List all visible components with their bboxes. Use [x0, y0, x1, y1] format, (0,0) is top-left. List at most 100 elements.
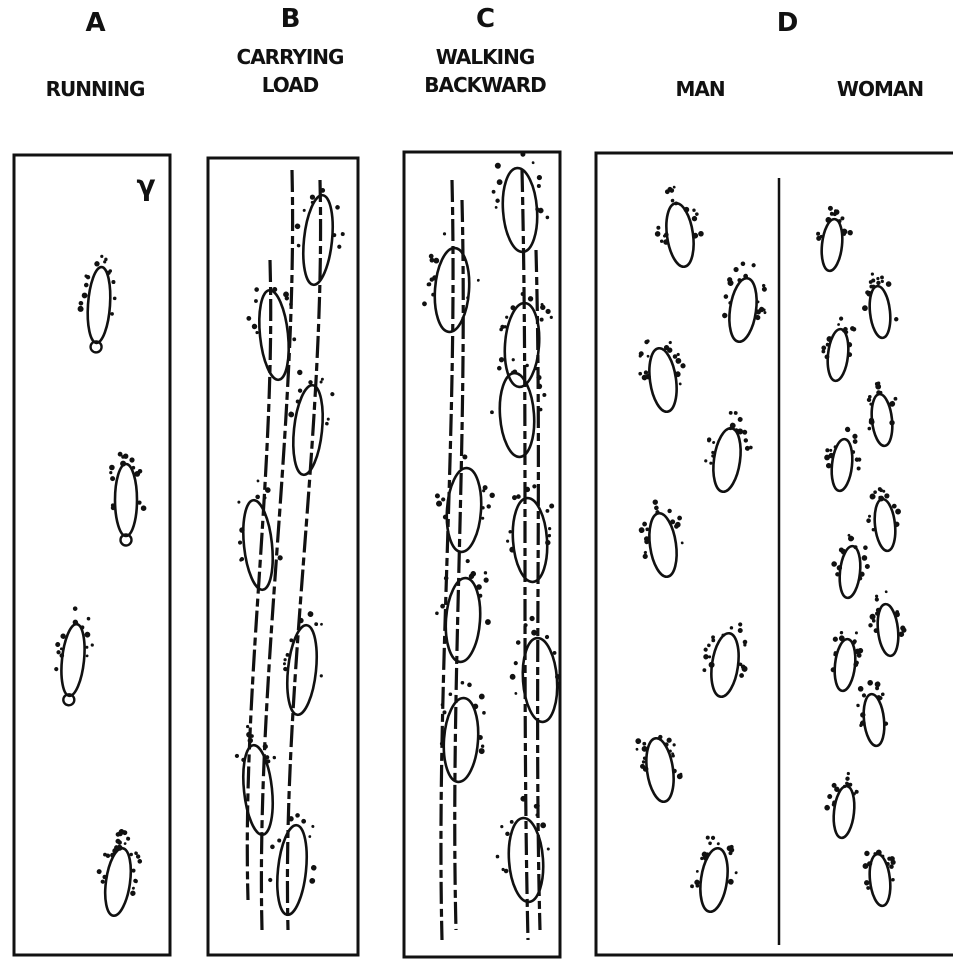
- panel-b-frame: [208, 158, 358, 955]
- carrying-load-print-sand-dot: [246, 316, 251, 321]
- carrying-load-print-sand-dot: [238, 540, 243, 545]
- walking-backward-print-sand-dot: [505, 831, 510, 836]
- running-print-sand-dot: [110, 312, 114, 316]
- carrying-load-print-sand-dot: [325, 422, 329, 426]
- walking-backward-print-sand-dot: [484, 571, 488, 575]
- walking-backward-print-sand-dot: [532, 161, 535, 164]
- man-print-sand-dot: [642, 521, 647, 526]
- walking-backward-print-sand-dot: [542, 393, 546, 397]
- carrying-load-print-sand-dot: [311, 825, 314, 828]
- running-print: [75, 253, 120, 353]
- walking-backward-drag-mark: [522, 170, 528, 940]
- man-print-sand-dot: [691, 216, 697, 222]
- woman-print-outline: [819, 218, 844, 272]
- carrying-load-print-sand-dot: [307, 611, 313, 617]
- woman-print-sand-dot: [871, 272, 875, 276]
- woman-print-sand-dot: [894, 317, 899, 322]
- man-print-sand-dot: [673, 186, 676, 189]
- man-print-sand-dot: [723, 294, 728, 299]
- carrying-load-print: [263, 811, 322, 918]
- woman-print: [821, 770, 860, 839]
- walking-backward-print-sand-dot: [482, 711, 486, 715]
- man-print-outline: [697, 847, 732, 914]
- walking-backward-print-sand-dot: [495, 163, 501, 169]
- running-print-sand-dot: [96, 869, 102, 875]
- carrying-load-print-sand-dot: [337, 244, 342, 249]
- walking-backward-print-sand-dot: [514, 692, 517, 695]
- walking-backward-print-sand-dot: [497, 366, 502, 371]
- walking-backward-drag-mark: [441, 180, 453, 940]
- walking-backward-print-sand-dot: [550, 316, 553, 319]
- woman-print-sand-dot: [865, 564, 870, 569]
- walking-backward-print-sand-dot: [460, 681, 464, 685]
- man-print: [649, 183, 708, 271]
- man-print-sand-dot: [708, 661, 715, 668]
- man-print-sand-dot: [654, 231, 660, 237]
- walking-backward-print-sand-dot: [477, 279, 480, 282]
- man-print-sand-dot: [743, 438, 748, 443]
- man-print-sand-dot: [734, 871, 737, 874]
- woman-print-sand-dot: [837, 323, 840, 326]
- man-print: [634, 335, 692, 415]
- woman-print-sand-dot: [858, 686, 864, 692]
- man-print-sand-dot: [668, 341, 672, 345]
- woman-print-sand-dot: [831, 561, 837, 567]
- walking-backward-print-sand-dot: [545, 215, 549, 219]
- carrying-load-print-sand-dot: [320, 674, 324, 678]
- man-print-sand-dot: [666, 737, 672, 743]
- walking-backward-print-sand-dot: [529, 616, 535, 622]
- man-print-sand-dot: [730, 626, 734, 630]
- running-print-outline: [115, 464, 137, 536]
- man-print-sand-dot: [705, 835, 710, 840]
- man-print-sand-dot: [644, 551, 648, 555]
- woman-print-sand-dot: [862, 693, 867, 698]
- carrying-load-print-sand-dot: [298, 388, 303, 393]
- running-print-sand-dot: [137, 859, 142, 864]
- running-print-sand-dot: [111, 280, 115, 284]
- panel-frames: [14, 152, 953, 957]
- carrying-load-print-sand-dot: [270, 844, 275, 849]
- man-print-outline: [710, 427, 745, 494]
- woman-print: [858, 270, 900, 339]
- walking-backward-print-sand-dot: [510, 820, 514, 824]
- woman-print-sand-dot: [873, 490, 877, 494]
- man-print-sand-dot: [708, 841, 712, 845]
- running-print-sand-dot: [91, 643, 95, 647]
- walking-backward-print-sand-dot: [545, 309, 551, 315]
- man-print-sand-dot: [652, 499, 658, 505]
- man-print-sand-dot: [728, 878, 735, 885]
- walking-backward-print-sand-dot: [549, 503, 554, 508]
- walking-backward-print-sand-dot: [510, 674, 516, 680]
- walking-backward-print-sand-dot: [497, 179, 503, 185]
- man-print-sand-dot: [711, 835, 716, 840]
- running-print-sand-dot: [124, 842, 127, 845]
- woman-print-sand-dot: [863, 545, 868, 550]
- woman-print-sand-dot: [847, 230, 853, 236]
- woman-print-sand-dot: [893, 397, 897, 401]
- walking-backward-print-sand-dot: [492, 190, 496, 194]
- running-print-sand-dot: [137, 501, 141, 505]
- woman-print: [865, 589, 909, 658]
- walking-backward-print-outline: [510, 497, 550, 583]
- carrying-load-print-sand-dot: [319, 380, 322, 383]
- carrying-load-print-sand-dot: [314, 622, 318, 626]
- woman-print-sand-dot: [856, 466, 860, 470]
- running-print-sand-dot: [132, 887, 135, 890]
- carrying-load-print-outline: [239, 744, 276, 836]
- walking-backward-print-sand-dot: [537, 175, 543, 181]
- carrying-load-print-outline: [289, 384, 326, 476]
- walking-backward-print: [486, 354, 550, 459]
- carrying-load-print-sand-dot: [311, 865, 317, 871]
- running-print-sand-dot: [111, 506, 116, 511]
- walking-backward-print-outline: [443, 577, 483, 663]
- carrying-load-print-sand-dot: [303, 209, 306, 212]
- man-print: [687, 834, 742, 915]
- carrying-load-print-outline: [273, 824, 310, 916]
- woman-print-sand-dot: [852, 439, 857, 444]
- woman-print-sand-dot: [884, 493, 890, 499]
- woman-print-sand-dot: [840, 631, 844, 635]
- man-print-sand-dot: [711, 638, 715, 642]
- walking-backward-print-sand-dot: [548, 527, 551, 530]
- woman-print-sand-dot: [881, 692, 885, 696]
